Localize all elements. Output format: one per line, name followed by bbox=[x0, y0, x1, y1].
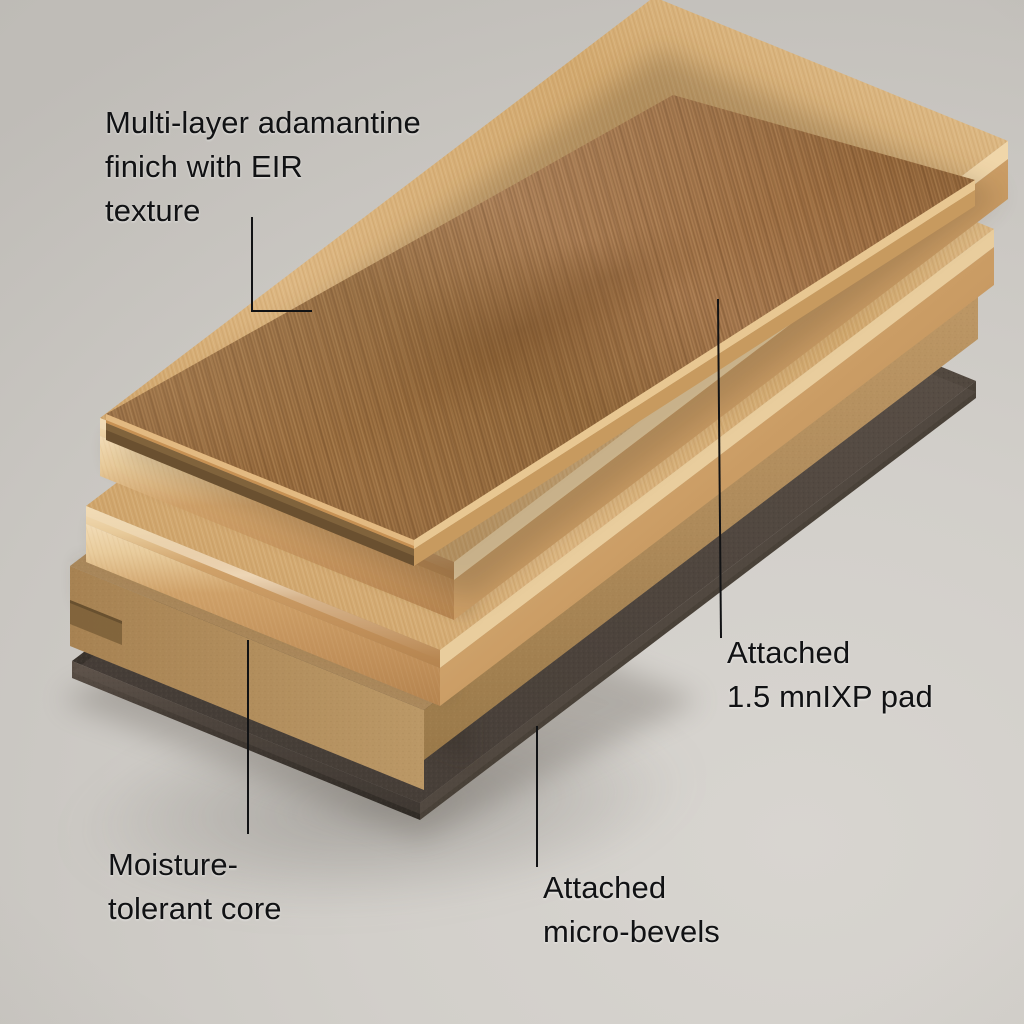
callout-label-core: Moisture- tolerant core bbox=[108, 847, 282, 926]
callout-leader-lines bbox=[247, 217, 723, 867]
callout-label-topcoat: Multi-layer adamantine finich with EIR t… bbox=[105, 105, 421, 228]
layer-wear-plank bbox=[106, 50, 1000, 600]
leader-line-pad bbox=[716, 298, 723, 639]
leader-line-topcoat bbox=[251, 217, 312, 312]
callout-label-pad: Attached 1.5 mnIXP pad bbox=[727, 635, 933, 714]
callout-label-bevel: Attached micro-bevels bbox=[543, 870, 720, 949]
